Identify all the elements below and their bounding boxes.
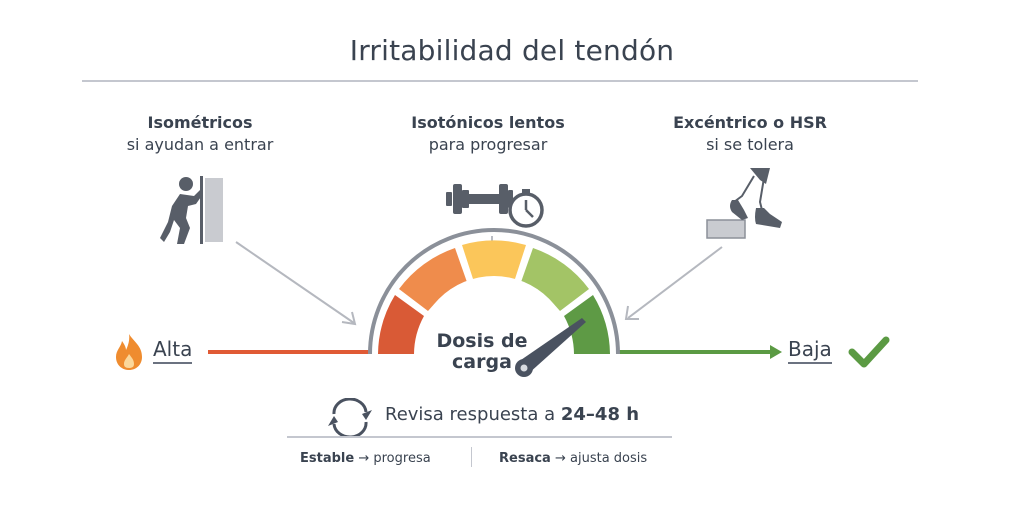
outcome-state: Resaca (499, 451, 551, 466)
column-subheading: para progresar (428, 135, 548, 154)
gauge-label-line1: Dosis de (436, 330, 528, 352)
column-eccentric: Excéntrico o HSR si se tolera (650, 112, 850, 156)
outcome-action: ajusta dosis (570, 451, 648, 466)
column-heading: Isotónicos lentos (411, 113, 565, 132)
column-heading: Isométricos (147, 113, 253, 132)
checkmark-icon (848, 336, 890, 368)
review-text: Revisa respuesta a 24–48 h (385, 404, 639, 425)
arrow-right-icon: → (554, 451, 566, 466)
outcome-hangover: Resaca → ajusta dosis (499, 451, 647, 466)
fire-icon (116, 334, 142, 370)
arrow-right-icon: → (358, 451, 370, 466)
outcome-state: Estable (300, 451, 355, 466)
page-title: Irritabilidad del tendón (349, 34, 675, 67)
gauge-label: Dosis de carga (432, 331, 532, 373)
gauge-outer-arc (368, 228, 620, 355)
column-subheading: si ayudan a entrar (126, 135, 274, 154)
column-isometric: Isométricos si ayudan a entrar (100, 112, 300, 156)
low-irritability-label: Baja (788, 338, 832, 364)
refresh-cycle-icon (328, 398, 372, 438)
title-divider (82, 80, 918, 82)
review-divider (287, 436, 672, 438)
gauge-segments (378, 240, 610, 354)
gauge-label-line2: carga (452, 351, 512, 373)
review-window: 24–48 h (560, 404, 640, 425)
review-label: Revisa respuesta a (385, 404, 556, 425)
arrow-left-to-gauge (235, 241, 355, 324)
arrow-right-to-gauge (627, 246, 723, 319)
outcome-action: progresa (373, 451, 431, 466)
gauge-needle (518, 318, 586, 374)
column-subheading: si se tolera (706, 135, 794, 154)
high-irritability-label: Alta (153, 338, 193, 364)
low-arrowhead (770, 345, 782, 359)
person-pushing-wall-icon (160, 176, 223, 244)
step-down-legs-icon (706, 168, 782, 239)
outcome-stable: Estable → progresa (300, 451, 431, 466)
column-isotonic: Isotónicos lentos para progresar (388, 112, 588, 156)
column-heading: Excéntrico o HSR (673, 113, 827, 132)
dumbbell-stopwatch-icon (446, 184, 544, 228)
outcome-separator (471, 447, 472, 467)
